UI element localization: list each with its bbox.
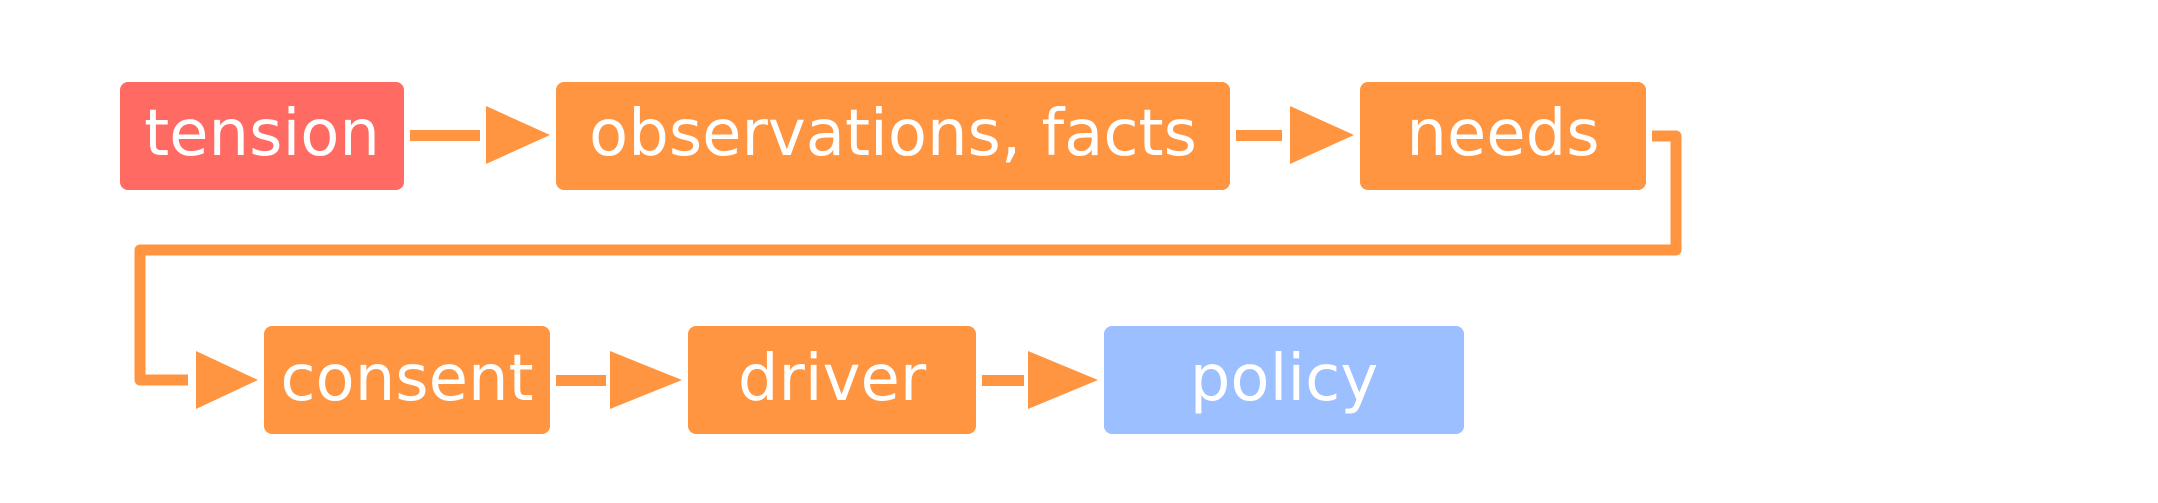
edge-consent-driver — [556, 351, 682, 409]
nodes: tension observations, facts needs consen… — [120, 82, 1646, 434]
node-label: consent — [280, 342, 533, 416]
node-observations: observations, facts — [556, 82, 1230, 190]
node-box — [688, 326, 976, 434]
connector-wrap-line — [134, 130, 1682, 386]
node-box — [264, 326, 550, 434]
node-label: tension — [144, 97, 380, 171]
connector-line — [982, 375, 1024, 386]
arrow-head-icon — [196, 351, 258, 409]
node-label: observations, facts — [589, 97, 1197, 171]
arrow-head-icon — [1290, 106, 1354, 164]
edge-observations-needs — [1236, 106, 1354, 164]
node-box — [1360, 82, 1646, 190]
connector-line — [410, 130, 480, 141]
connector-line — [556, 375, 606, 386]
arrow-head-icon — [486, 106, 550, 164]
edge-driver-policy — [982, 351, 1098, 409]
arrow-head-icon — [610, 351, 682, 409]
node-box — [556, 82, 1230, 190]
node-label: policy — [1190, 342, 1378, 416]
edge-tension-observations — [410, 106, 550, 164]
node-tension: tension — [120, 82, 404, 190]
node-box — [1104, 326, 1464, 434]
node-label: driver — [738, 342, 927, 416]
node-box — [120, 82, 404, 190]
connector-line — [1236, 130, 1282, 141]
arrow-head-icon — [1028, 351, 1098, 409]
node-driver: driver — [688, 326, 976, 434]
node-consent: consent — [264, 326, 550, 434]
edge-needs-consent — [134, 130, 1682, 409]
node-label: needs — [1406, 97, 1599, 171]
connectors — [134, 106, 1682, 409]
node-policy: policy — [1104, 326, 1464, 434]
node-needs: needs — [1360, 82, 1646, 190]
